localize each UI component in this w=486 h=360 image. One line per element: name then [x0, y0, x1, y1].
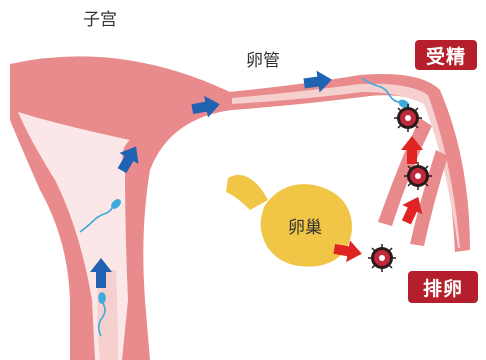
- uterus: [10, 56, 232, 360]
- ovulation-badge: 排卵: [408, 271, 478, 303]
- ovary-label: 卵巢: [288, 220, 322, 237]
- egg-icon: [368, 244, 396, 272]
- fallopian-tube-label: 卵管: [246, 53, 280, 70]
- egg-icon: [394, 104, 422, 132]
- uterus-label: 子宫: [83, 12, 117, 29]
- egg-icon: [404, 162, 432, 190]
- fertilization-badge: 受精: [415, 40, 477, 70]
